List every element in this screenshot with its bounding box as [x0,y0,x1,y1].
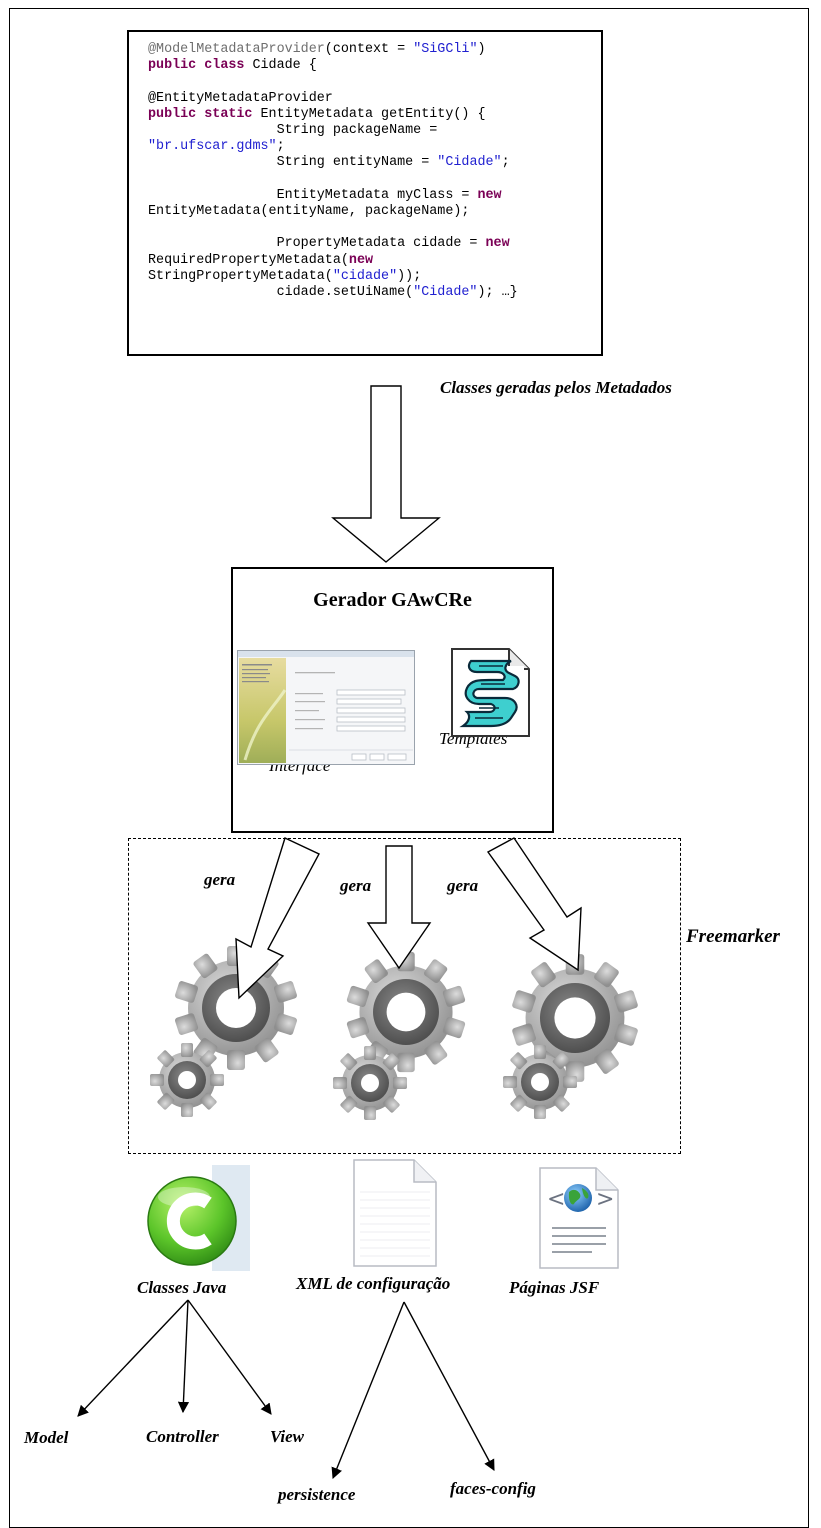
code-token: @ModelMetadataProvider [148,42,325,57]
code-token: String packageName = [148,123,438,139]
code-box: @ModelMetadataProvider(context = "SiGCli… [127,30,603,356]
code-line: RequiredPropertyMetadata(new [148,253,373,268]
code-token: EntityMetadata(entityName, packageName); [148,204,470,220]
script-document-icon [449,646,533,740]
code-token: ); …} [477,285,518,301]
branch-controller-line [177,1299,190,1414]
code-token: PropertyMetadata cidade = [148,236,486,252]
code-line: "br.ufscar.gdms"; [148,139,285,154]
blank-document-icon [352,1158,438,1268]
code-token: StringPropertyMetadata( [148,268,333,284]
code-line: public class Cidade { [148,58,317,73]
code-line: EntityMetadata(entityName, packageName); [148,204,469,219]
code-token: "SiGCli" [413,42,478,57]
code-token: cidade.setUiName( [148,285,414,301]
code-line: cidade.setUiName("Cidade"); …} [148,285,518,300]
code-token: EntityMetadata myClass = [148,187,478,203]
freemarker-area [128,838,681,1154]
code-token: public class [148,58,245,74]
code-token: RequiredPropertyMetadata( [148,252,349,268]
code-line: @ModelMetadataProvider(context = "SiGCli… [148,42,486,57]
branch-persistence-line [331,1301,405,1480]
code-line: public static EntityMetadata getEntity()… [148,107,486,122]
code-token: @EntityMetadataProvider [148,90,333,106]
java-class-c-icon [140,1163,252,1275]
faces-config-label: faces-config [450,1479,536,1498]
svg-text:>: > [596,1187,614,1212]
persistence-label: persistence [278,1485,356,1504]
code-listing: @ModelMetadataProvider(context = "SiGCli… [148,42,518,301]
gera-arrow-1 [235,837,320,1000]
code-line: String packageName = [148,123,438,139]
code-token: ; [276,139,285,155]
code-token: "cidade" [332,268,398,284]
code-token: new [485,236,510,252]
svg-text:<: < [547,1187,565,1212]
interface-screenshot-icon [237,650,415,765]
code-token: (context = [324,42,414,57]
code-line: StringPropertyMetadata("cidade")); [148,269,421,284]
gerador-title: Gerador GAwCRe [313,589,472,611]
code-token: "Cidade" [437,155,502,171]
code-token: String entityName = [148,155,438,171]
branch-faces-config-line [403,1301,495,1471]
gera-label-2: gera [340,876,372,895]
code-token: Cidade { [244,58,317,74]
view-label: View [270,1427,305,1446]
code-token: new [477,187,502,203]
code-line: EntityMetadata myClass = new [148,188,502,203]
paginas-jsf-label: Páginas JSF [509,1278,600,1297]
gera-arrow-2 [366,845,432,970]
code-line: String entityName = "Cidade"; [148,155,510,170]
code-token: EntityMetadata getEntity() { [252,106,486,122]
metadata-to-generator-arrow [331,385,441,563]
branch-view-line [187,1299,272,1415]
code-token: "Cidade" [413,285,478,301]
code-token: "br.ufscar.gdms" [148,139,277,155]
code-token: )); [397,268,422,284]
gera-label-3: gera [447,876,479,895]
gera-label-1: gera [204,870,236,889]
classes-geradas-label: Classes geradas pelos Metadados [440,378,672,397]
xml-config-label: XML de configuração [296,1274,451,1293]
model-label: Model [24,1428,69,1447]
code-token: public static [148,106,253,122]
controller-label: Controller [146,1427,219,1446]
gera-arrow-3 [486,837,582,972]
freemarker-label: Freemarker [686,926,780,947]
branch-model-line [77,1299,189,1417]
code-token: new [348,252,374,268]
web-page-document-icon: < > [538,1166,620,1270]
code-token: ; [501,155,510,171]
code-line: PropertyMetadata cidade = new [148,236,510,251]
code-line: @EntityMetadataProvider [148,91,333,106]
classes-java-label: Classes Java [137,1278,227,1297]
code-token: ) [477,42,486,57]
